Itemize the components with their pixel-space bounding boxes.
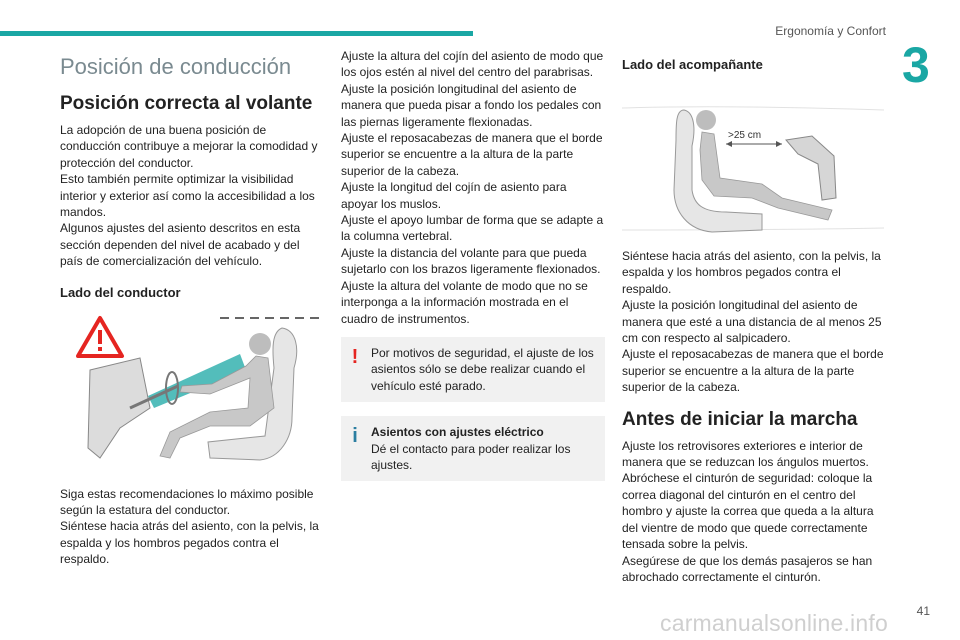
driver-side-heading: Lado del conductor <box>60 284 181 300</box>
chapter-number: 3 <box>902 37 930 93</box>
column-2: Ajuste la altura del cojín del asiento d… <box>341 48 605 482</box>
paragraph: Ajuste la distancia del volante para que… <box>341 245 601 277</box>
paragraph: Ajuste la altura del volante de modo que… <box>341 278 588 326</box>
paragraph: Esto también permite optimizar la visibi… <box>60 172 315 220</box>
paragraph: Ajuste el reposacabezas de manera que el… <box>622 347 884 395</box>
before-driving-heading: Antes de iniciar la marcha <box>622 408 858 430</box>
info-note: i Asientos con ajustes eléctrico Dé el c… <box>341 416 605 482</box>
warning-triangle-icon <box>76 315 124 358</box>
passenger-side-heading: Lado del acompañante <box>622 57 763 72</box>
distance-label: >25 cm <box>728 130 761 141</box>
watermark: carmanualsonline.info <box>660 610 888 636</box>
paragraph: Ajuste la longitud del cojín de asiento … <box>341 180 567 211</box>
paragraph: Siéntese hacia atrás del asiento, con la… <box>60 519 319 567</box>
paragraph: Abróchese el cinturón de seguridad: colo… <box>622 471 874 552</box>
paragraph: Asegúrese de que los demás pasajeros se … <box>622 553 873 584</box>
warning-text: Por motivos de seguridad, el ajuste de l… <box>371 345 594 393</box>
page-title: Posición de conducción <box>60 54 292 79</box>
paragraph: Ajuste la posición longitudinal del asie… <box>341 81 602 129</box>
paragraph: Ajuste los retrovisores exteriores e int… <box>622 438 869 470</box>
header-accent-bar <box>0 31 473 36</box>
paragraph: Siéntese hacia atrás del asiento, con la… <box>622 249 881 296</box>
paragraph: Ajuste el reposacabezas de manera que el… <box>341 131 603 178</box>
driver-position-illustration <box>76 315 322 461</box>
exclamation-icon: ! <box>351 345 359 368</box>
paragraph: Ajuste la altura del cojín del asiento d… <box>341 49 604 80</box>
section-title: Ergonomía y Confort <box>775 24 886 38</box>
passenger-position-illustration: >25 cm <box>622 106 884 233</box>
paragraph: Ajuste el apoyo lumbar de forma que se a… <box>341 213 604 244</box>
paragraph: Algunos ajustes del asiento descritos en… <box>60 221 301 269</box>
info-icon: i <box>352 425 358 448</box>
paragraph: Siga estas recomendaciones lo máximo pos… <box>60 486 314 518</box>
column-3: Lado del acompañante >25 cm Siéntese hac… <box>622 56 884 585</box>
warning-note: ! Por motivos de seguridad, el ajuste de… <box>341 336 605 403</box>
info-text: Dé el contacto para poder realizar los a… <box>371 441 571 472</box>
paragraph: Ajuste la posición longitudinal del asie… <box>622 298 882 346</box>
paragraph: La adopción de una buena posición de con… <box>60 123 318 170</box>
page-number: 41 <box>916 604 930 618</box>
section-heading-driving-position: Posición correcta al volante <box>60 93 313 114</box>
column-1: Posición de conducción Posición correcta… <box>60 52 322 568</box>
info-title: Asientos con ajustes eléctrico <box>371 425 544 440</box>
